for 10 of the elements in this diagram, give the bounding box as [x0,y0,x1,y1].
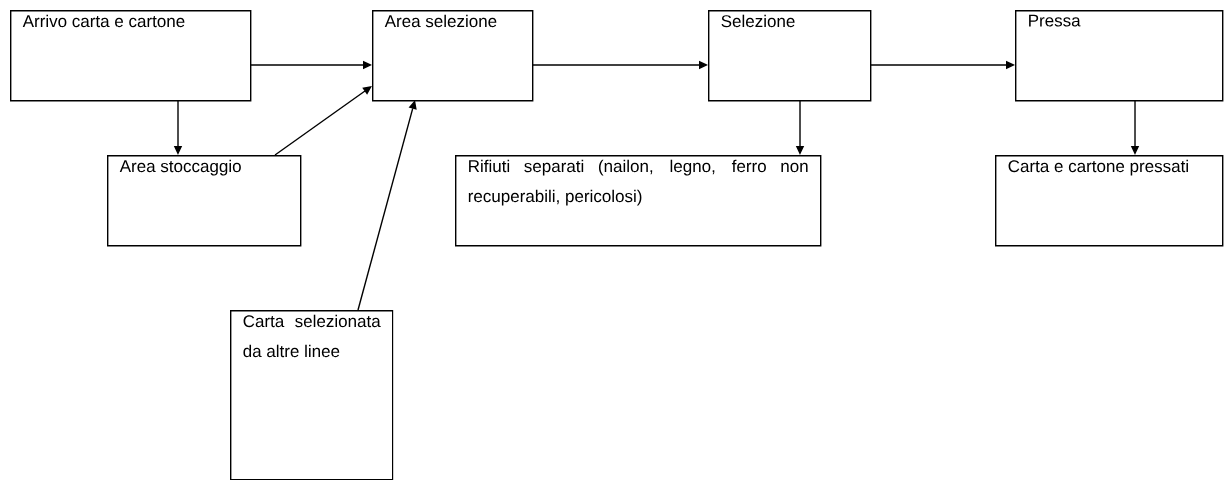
process-box: Selezione [708,10,872,102]
process-box: Carta selezionata da altre linee [230,310,394,480]
process-box: Area selezione [372,10,534,102]
process-box: Arrivo carta e cartone [10,10,252,102]
process-box: Pressa [1015,10,1224,102]
arrow [357,100,417,311]
arrow [274,86,372,156]
process-box: Rifiuti separati (nailon, legno, ferro non recuperabili, pericolosi) [455,155,822,247]
process-box: Area stoccaggio [107,155,302,247]
process-box: Carta e cartone pressati [995,155,1224,247]
